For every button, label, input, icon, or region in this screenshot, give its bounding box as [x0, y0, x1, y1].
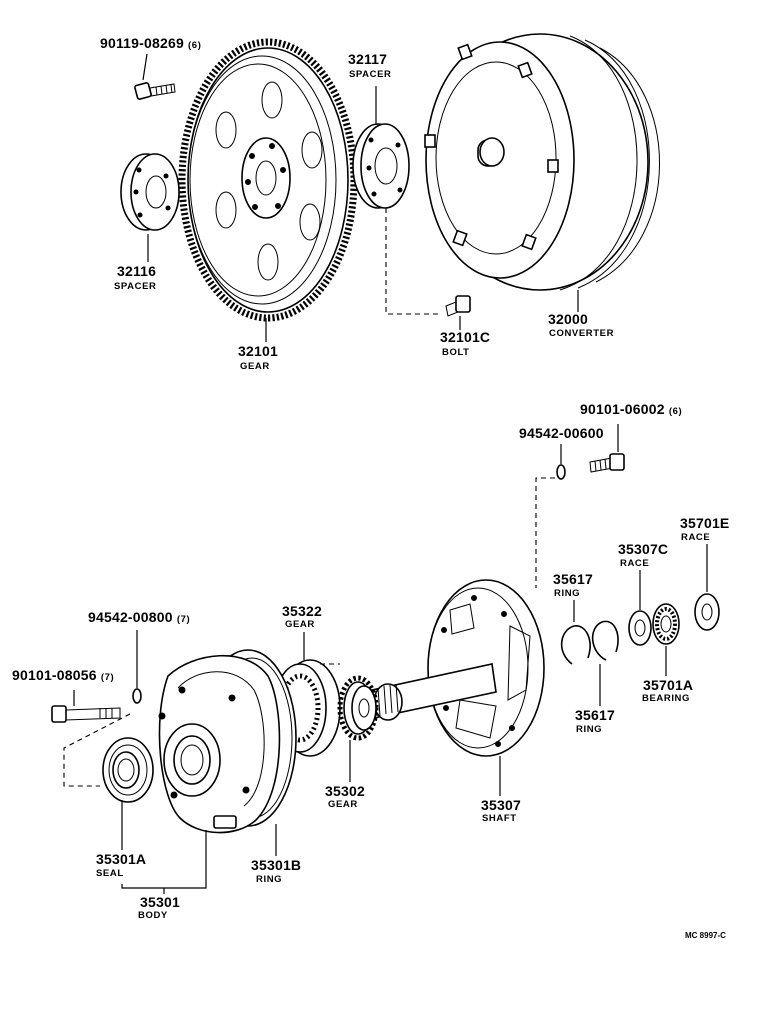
- part-qty: (6): [668, 406, 683, 417]
- part-name-35617-lower: RING: [576, 724, 603, 735]
- part-name-35307c: RACE: [620, 558, 650, 569]
- washer-icon: [556, 464, 566, 480]
- flywheel-gear-icon: [178, 38, 358, 322]
- stator-shaft-icon: [371, 579, 545, 757]
- part-number-32101: 32101: [238, 343, 278, 359]
- part-number-32000: 32000: [548, 311, 588, 327]
- part-label-90101-08056: 90101-08056 (7): [12, 668, 114, 683]
- part-number-35322: 35322: [282, 603, 322, 619]
- part-name-35322: GEAR: [285, 619, 315, 630]
- part-name-32101c: BOLT: [442, 347, 470, 358]
- torque-converter-icon: [424, 33, 660, 291]
- part-number-35701a: 35701A: [643, 677, 694, 693]
- part-number: 90119-08269: [100, 35, 184, 51]
- snap-ring-icon: [591, 620, 619, 661]
- part-name-35301b: RING: [256, 874, 283, 885]
- part-name-32116: SPACER: [114, 281, 157, 292]
- thrust-bearing-icon: [652, 603, 680, 645]
- part-name-35701e: RACE: [681, 532, 711, 543]
- bolt-icon: [134, 82, 176, 100]
- part-name-35701a: BEARING: [642, 693, 691, 704]
- spacer-icon: [120, 153, 180, 231]
- part-label-90101-06002: 90101-06002 (6): [580, 402, 682, 417]
- part-number-35301: 35301: [140, 894, 180, 910]
- part-label-94542-00800: 94542-00800 (7): [88, 610, 190, 625]
- part-name-32101: GEAR: [240, 361, 270, 372]
- part-number-35701e: 35701E: [680, 515, 730, 531]
- part-qty: (7): [100, 672, 115, 683]
- part-number-32101c: 32101C: [440, 329, 491, 345]
- part-qty: (6): [188, 40, 202, 51]
- part-name-32117: SPACER: [349, 69, 392, 80]
- part-number-94542-00600: 94542-00600: [519, 425, 604, 441]
- part-number-35307c: 35307C: [618, 541, 669, 557]
- part-label-90119: 90119-08269 (6): [100, 36, 201, 51]
- part-number-32116: 32116: [117, 263, 157, 279]
- bolt-icon: [589, 453, 625, 473]
- part-name-35307: SHAFT: [482, 813, 517, 824]
- thrust-bearing-icon: [694, 593, 720, 631]
- part-number: 90101-06002: [580, 401, 665, 417]
- gear-icon: [337, 675, 379, 741]
- part-number-32117: 32117: [348, 51, 388, 67]
- bolt-icon: [51, 705, 121, 723]
- part-number-35301a: 35301A: [96, 851, 147, 867]
- part-number-35617-lower: 35617: [575, 707, 615, 723]
- part-name-35301a: SEAL: [96, 868, 124, 879]
- part-name-35617-upper: RING: [554, 588, 581, 599]
- part-number: 94542-00800: [88, 609, 173, 625]
- part-name-32000: CONVERTER: [549, 328, 615, 339]
- figure-reference: MC 8997-C: [685, 931, 726, 940]
- part-number: 90101-08056: [12, 667, 97, 683]
- oil-pump-body-icon: [158, 654, 281, 834]
- part-qty: (7): [176, 614, 191, 625]
- part-name-35301: BODY: [138, 910, 168, 921]
- part-number-35302: 35302: [325, 783, 365, 799]
- snap-ring-icon: [560, 625, 591, 665]
- bolt-icon: [445, 295, 471, 317]
- part-number-35307: 35307: [481, 797, 521, 813]
- washer-icon: [132, 688, 142, 704]
- oil-seal-icon: [102, 737, 154, 803]
- part-name-35302: GEAR: [328, 799, 358, 810]
- part-number-35301b: 35301B: [251, 857, 302, 873]
- part-number-35617-upper: 35617: [553, 571, 593, 587]
- thrust-bearing-icon: [628, 610, 652, 646]
- spacer-icon: [352, 123, 410, 209]
